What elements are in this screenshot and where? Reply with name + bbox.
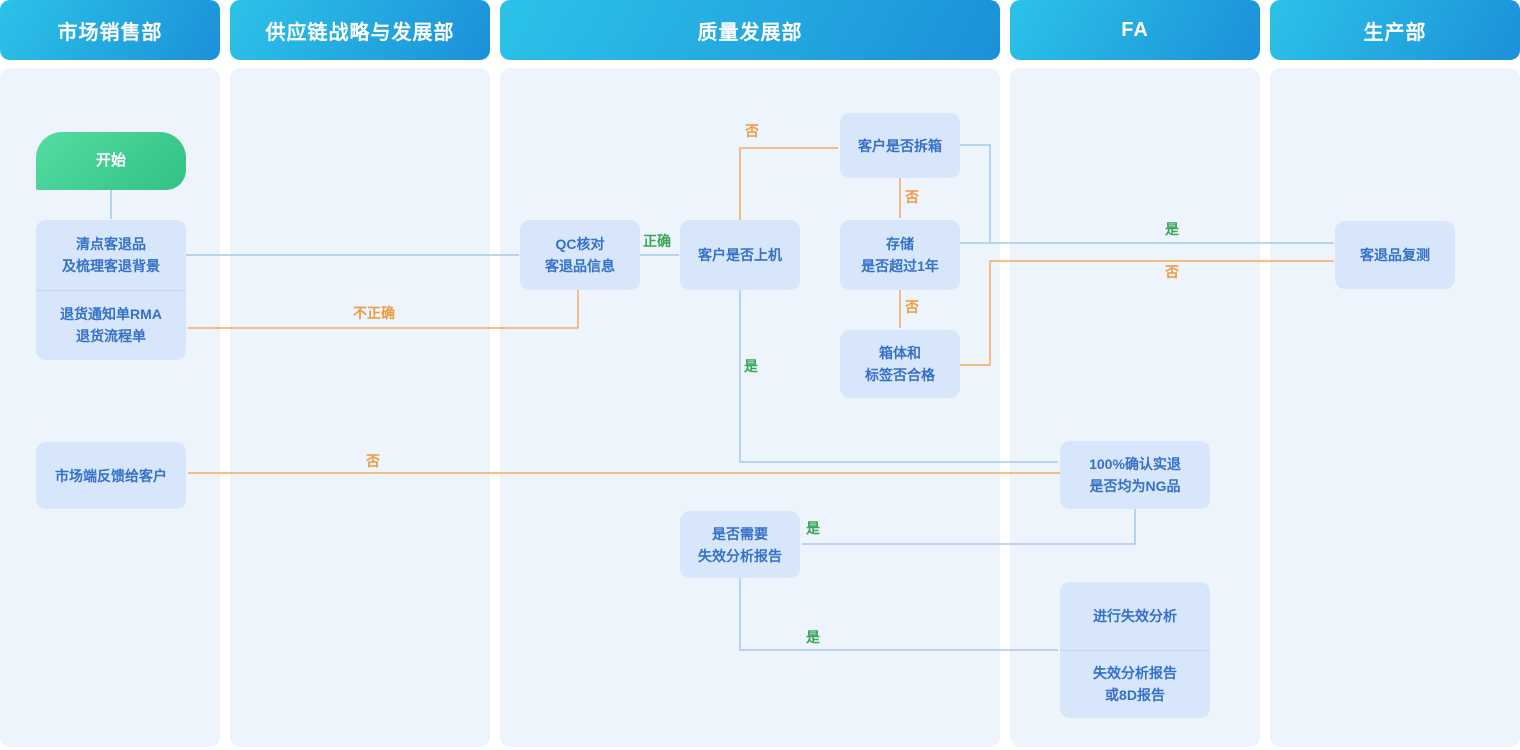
edge-label-no-ng-feedback: 否 — [366, 453, 380, 469]
node-unbox: 客户是否拆箱 — [840, 113, 960, 178]
lane-title: 市场销售部 — [57, 21, 163, 44]
node-fa-do: 进行失效分析 — [1060, 582, 1210, 650]
node-start: 开始 — [36, 132, 186, 190]
node-inventory-line1: 清点客退品 — [76, 235, 146, 252]
node-box-check-line1: 箱体和 — [879, 345, 921, 361]
node-retest-label: 客退品复测 — [1360, 247, 1430, 263]
node-qc-line2: 客退品信息 — [545, 258, 615, 274]
node-ng-confirm: 100%确认实退 是否均为NG品 — [1060, 441, 1210, 509]
node-on-machine: 客户是否上机 — [680, 220, 800, 290]
node-fa-need-line2: 失效分析报告 — [698, 547, 782, 564]
lane-title: 供应链战略与发展部 — [265, 21, 455, 44]
node-fa-need-line1: 是否需要 — [712, 525, 768, 542]
edge-label-no-boxcheck-retest: 否 — [1165, 264, 1179, 280]
edge-label-no-unbox-storage: 否 — [905, 189, 919, 205]
node-inventory-line2: 及梳理客退背景 — [62, 257, 160, 274]
lane-header-marketing: 市场销售部 — [0, 0, 220, 60]
node-qc-line1: QC核对 — [555, 236, 605, 252]
edge-label-no-storage-boxcheck: 否 — [905, 299, 919, 315]
node-start-label: 开始 — [95, 152, 126, 169]
node-fa-report-line1: 失效分析报告 — [1093, 665, 1177, 682]
node-storage: 存储 是否超过1年 — [840, 220, 960, 290]
node-storage-line1: 存储 — [886, 236, 914, 252]
node-rma: 退货通知单RMA 退货流程单 — [36, 289, 186, 361]
lane-header-quality: 质量发展部 — [500, 0, 1000, 60]
edge-label-no-onmachine-unbox: 否 — [745, 123, 759, 139]
lane-header-fa: FA — [1010, 0, 1260, 60]
lane-panel-supply-chain — [230, 68, 490, 747]
node-retest: 客退品复测 — [1335, 221, 1455, 289]
node-fa-group: 进行失效分析 失效分析报告 或8D报告 — [1060, 582, 1210, 718]
node-fa-report-line2: 或8D报告 — [1105, 687, 1165, 704]
node-fa-report: 失效分析报告 或8D报告 — [1060, 649, 1210, 719]
node-inventory: 清点客退品 及梳理客退背景 — [36, 220, 186, 290]
node-ng-confirm-line1: 100%确认实退 — [1089, 456, 1181, 472]
node-fa-need: 是否需要 失效分析报告 — [680, 511, 800, 578]
edge-label-yes-faneed-fado: 是 — [806, 629, 820, 645]
lane-header-production: 生产部 — [1270, 0, 1520, 60]
node-ng-confirm-line2: 是否均为NG品 — [1089, 478, 1181, 494]
node-storage-line2: 是否超过1年 — [861, 258, 939, 274]
node-qc-check: QC核对 客退品信息 — [520, 220, 640, 290]
node-unbox-label: 客户是否拆箱 — [858, 137, 942, 154]
node-feedback-label: 市场端反馈给客户 — [55, 467, 167, 484]
edge-label-yes-onmachine-ng: 是 — [744, 358, 758, 374]
node-box-check-line2: 标签否合格 — [865, 367, 935, 383]
lane-title: FA — [1121, 18, 1149, 41]
edge-label-incorrect: 不正确 — [353, 305, 395, 321]
lane-title: 生产部 — [1363, 21, 1427, 44]
edge-label-yes-storage-retest: 是 — [1165, 221, 1179, 237]
node-rma-line1: 退货通知单RMA — [60, 306, 162, 323]
node-on-machine-label: 客户是否上机 — [698, 247, 782, 263]
edge-label-yes-ng-faneed: 是 — [806, 520, 820, 536]
node-fa-do-label: 进行失效分析 — [1093, 607, 1177, 624]
lane-title: 质量发展部 — [697, 21, 803, 44]
node-feedback: 市场端反馈给客户 — [36, 442, 186, 509]
node-inventory-rma-group: 清点客退品 及梳理客退背景 退货通知单RMA 退货流程单 — [36, 220, 186, 360]
edge-label-correct: 正确 — [643, 233, 671, 249]
node-rma-line2: 退货流程单 — [76, 328, 146, 345]
node-box-check: 箱体和 标签否合格 — [840, 330, 960, 398]
lane-header-supply-chain: 供应链战略与发展部 — [230, 0, 490, 60]
lane-panel-production — [1270, 68, 1520, 747]
